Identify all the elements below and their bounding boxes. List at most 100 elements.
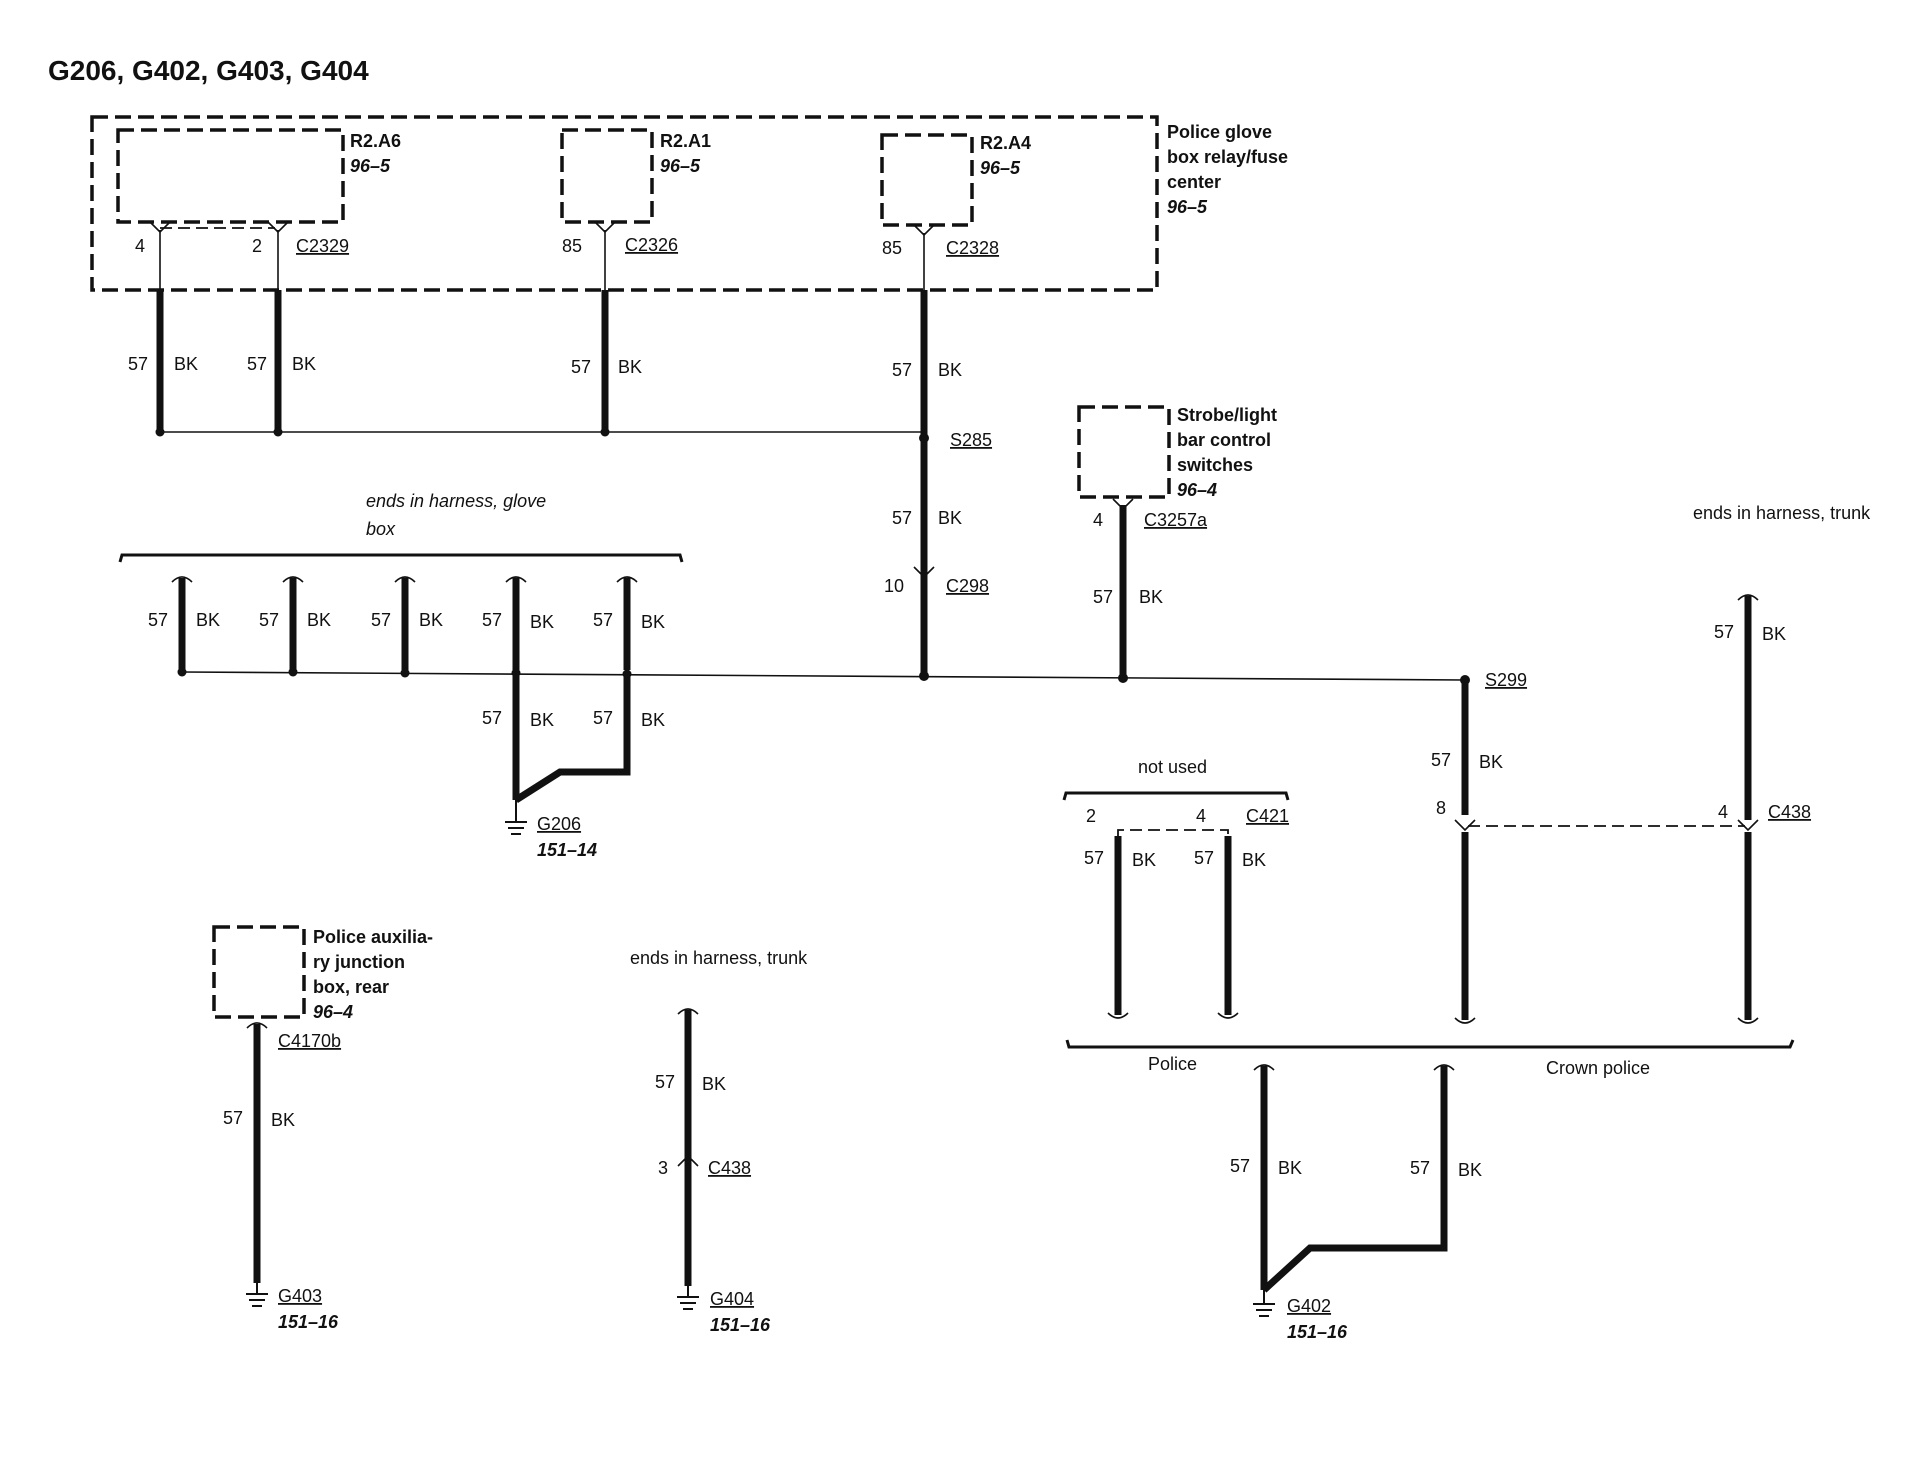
strobe-page-ref: 96–4 (1177, 480, 1217, 500)
wire-color-label: BK (618, 357, 642, 377)
police-crown-police-bracket: Police Crown police (1065, 1039, 1795, 1078)
ground-bus-line: S299 (177, 667, 1527, 690)
wire-circuit-label: 57 (892, 508, 912, 528)
wire-circuit-label: 57 (655, 1072, 675, 1092)
wire-color-label: BK (530, 612, 554, 632)
wire-color-label: BK (292, 354, 316, 374)
connector-c2329: 4 2 C2329 (135, 221, 349, 290)
trunk-harness-note-mid: ends in harness, trunk (630, 948, 808, 968)
mid-trunk-section: ends in harness, trunk 57 BK 3 C438 G404… (630, 948, 808, 1335)
wire-color-label: BK (419, 610, 443, 630)
strobe-label-1: Strobe/light (1177, 405, 1277, 425)
wire-color-label: BK (1458, 1160, 1482, 1180)
c438-right-id: C438 (1768, 802, 1811, 822)
aux-box-label-3: box, rear (313, 977, 389, 997)
wire-circuit-label: 57 (247, 354, 267, 374)
wire-circuit-label: 57 (371, 610, 391, 630)
c2329-id: C2329 (296, 236, 349, 256)
wire-color-label: BK (938, 360, 962, 380)
strobe-label-3: switches (1177, 455, 1253, 475)
c298-id: C298 (946, 576, 989, 596)
wire-circuit-label: 57 (1093, 587, 1113, 607)
g402-page-ref: 151–16 (1287, 1322, 1348, 1342)
c438-right-pin-4: 4 (1718, 802, 1728, 822)
wire-color-label: BK (1242, 850, 1266, 870)
c2329-pin-2: 2 (252, 236, 262, 256)
glove-box-center-page-ref: 96–5 (1167, 197, 1208, 217)
c438-mid-id: C438 (708, 1158, 751, 1178)
glove-box-harness-note-1: ends in harness, glove (366, 491, 546, 511)
wire-circuit-label: 57 (223, 1108, 243, 1128)
g402-id: G402 (1287, 1296, 1331, 1316)
g404-id: G404 (710, 1289, 754, 1309)
wire-circuit-label: 57 (482, 708, 502, 728)
g403-id: G403 (278, 1286, 322, 1306)
glove-box-center-label-3: center (1167, 172, 1221, 192)
wire-color-label: BK (1278, 1158, 1302, 1178)
g404-page-ref: 151–16 (710, 1315, 771, 1335)
ground-g206: 57 BK 57 BK G206 151–14 (482, 676, 665, 860)
wire-circuit-label: 57 (1714, 622, 1734, 642)
relay-r2-a6: R2.A6 96–5 (116, 128, 401, 224)
wire-color-label: BK (1479, 752, 1503, 772)
connector-c421-not-used: not used 2 4 C421 57 BK 57 BK (1062, 757, 1290, 1019)
wire-circuit-label: 57 (482, 610, 502, 630)
relay-r2-a4-label: R2.A4 (980, 133, 1031, 153)
c421-pin-2: 2 (1086, 806, 1096, 826)
c2329-pin-4: 4 (135, 236, 145, 256)
crown-police-label: Crown police (1546, 1058, 1650, 1078)
relay-r2-a4-page-ref: 96–5 (980, 158, 1021, 178)
wire-color-label: BK (271, 1110, 295, 1130)
glove-box-center-label-1: Police glove (1167, 122, 1272, 142)
police-label: Police (1148, 1054, 1197, 1074)
relay-r2-a1: R2.A1 96–5 (560, 128, 711, 224)
connector-c298: 10 C298 (884, 566, 989, 596)
wire-circuit-label: 57 (1194, 848, 1214, 868)
wire-color-label: BK (938, 508, 962, 528)
g206-page-ref: 151–14 (537, 840, 597, 860)
c2326-pin: 85 (562, 236, 582, 256)
wire-color-label: BK (530, 710, 554, 730)
glove-box-harness-ends: ends in harness, glove box 57 BK 57 BK 5… (118, 491, 684, 670)
ground-g402: 57 BK 57 BK G402 151–16 (1230, 1064, 1482, 1342)
wire-circuit-label: 57 (593, 708, 613, 728)
wire-circuit-label: 57 (128, 354, 148, 374)
g403-page-ref: 151–16 (278, 1312, 339, 1332)
police-aux-junction-box: Police auxilia- ry junction box, rear 96… (212, 925, 433, 1332)
wire-circuit-label: 57 (1084, 848, 1104, 868)
c438-right-pin-8: 8 (1436, 798, 1446, 818)
c2328-id: C2328 (946, 238, 999, 258)
splice-s299: S299 (1485, 670, 1527, 690)
aux-box-label-1: Police auxilia- (313, 927, 433, 947)
wire-color-label: BK (174, 354, 198, 374)
c2326-id: C2326 (625, 235, 678, 255)
c421-pin-4: 4 (1196, 806, 1206, 826)
relay-r2-a1-page-ref: 96–5 (660, 156, 701, 176)
wire-circuit-label: 57 (1410, 1158, 1430, 1178)
connector-c2326: 85 C2326 (562, 221, 678, 290)
wire-color-label: BK (1139, 587, 1163, 607)
wire-color-label: BK (1132, 850, 1156, 870)
aux-box-label-2: ry junction (313, 952, 405, 972)
trunk-harness-note-right: ends in harness, trunk (1693, 503, 1871, 523)
wire-color-label: BK (641, 612, 665, 632)
wire-circuit-label: 57 (148, 610, 168, 630)
wire-group-glove-box: 57 BK 57 BK 57 BK 57 BK S285 57 BK (128, 290, 992, 675)
aux-box-page-ref: 96–4 (313, 1002, 353, 1022)
glove-box-center-label-2: box relay/fuse (1167, 147, 1288, 167)
glove-box-relay-fuse-center: Police glove box relay/fuse center 96–5 (90, 115, 1288, 292)
wire-color-label: BK (196, 610, 220, 630)
relay-r2-a6-page-ref: 96–5 (350, 156, 391, 176)
diagram-title: G206, G402, G403, G404 (48, 55, 369, 86)
c298-pin: 10 (884, 576, 904, 596)
wire-circuit-label: 57 (571, 357, 591, 377)
relay-r2-a4: R2.A4 96–5 (880, 133, 1031, 227)
relay-r2-a6-label: R2.A6 (350, 131, 401, 151)
not-used-note: not used (1138, 757, 1207, 777)
connector-c2328: 85 C2328 (882, 224, 999, 290)
wire-circuit-label: 57 (1431, 750, 1451, 770)
wire-circuit-label: 57 (259, 610, 279, 630)
wire-circuit-label: 57 (593, 610, 613, 630)
c438-mid-pin: 3 (658, 1158, 668, 1178)
